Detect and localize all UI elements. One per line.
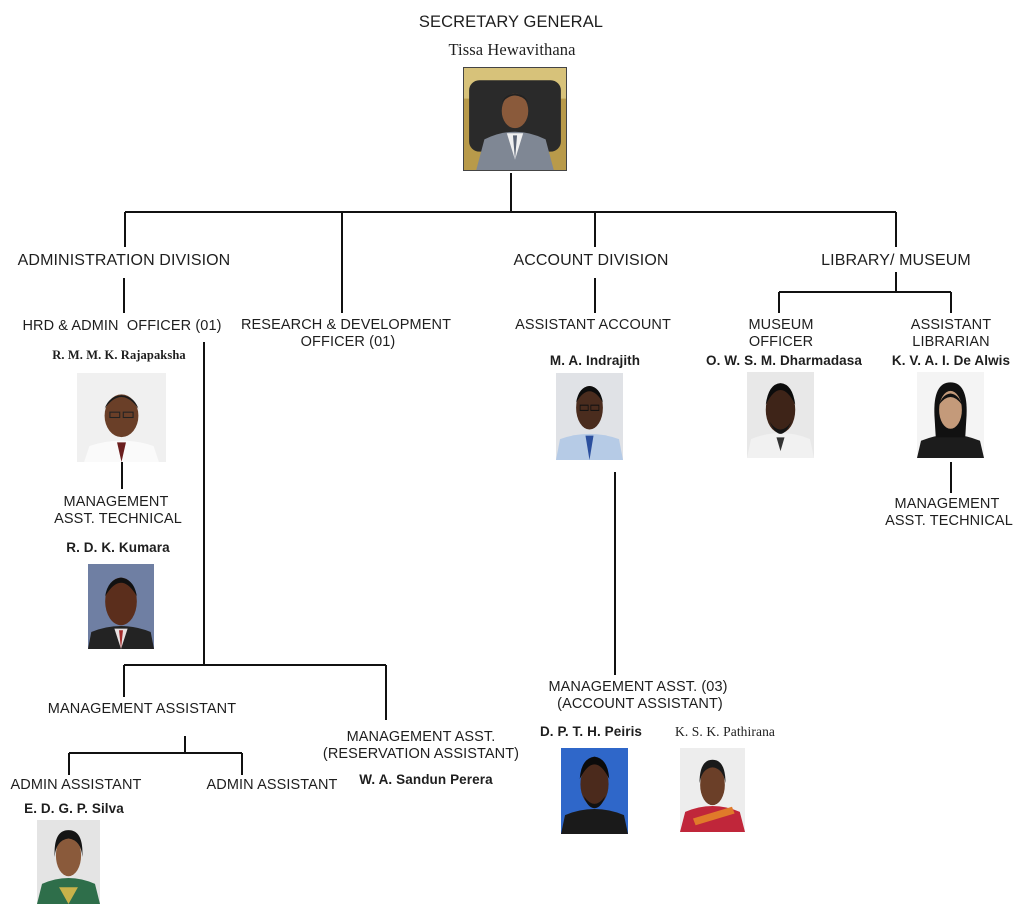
museum-officer-title-l2: OFFICER (748, 334, 814, 350)
mgmt-asst-account-name-2: K. S. K. Pathirana (674, 724, 776, 739)
mgmt-asst-account-title-l1: MANAGEMENT ASST. (03) (548, 679, 728, 695)
assistant-account-title: ASSISTANT ACCOUNT (515, 317, 671, 333)
hrd-admin-officer-title: HRD & ADMIN OFFICER (01) (22, 318, 222, 334)
hrd-admin-officer-name: R. M. M. K. Rajapaksha (52, 348, 186, 362)
mgmt-asst-account-title-l2: (ACCOUNT ASSISTANT) (557, 696, 723, 712)
assistant-account-photo (556, 373, 623, 460)
mgmt-asst-account-name-1: D. P. T. H. Peiris (539, 724, 643, 739)
assistant-librarian-title-l2: LIBRARIAN (912, 334, 990, 350)
mgmt-asst-account-photo-1 (561, 748, 628, 834)
mgmt-asst-technical-admin-title-l1: MANAGEMENT (63, 494, 169, 510)
mgmt-asst-technical-admin-name: R. D. K. Kumara (66, 540, 170, 555)
admin-assistant-1-photo (37, 820, 100, 904)
admin-assistant-2-title: ADMIN ASSISTANT (206, 777, 338, 793)
assistant-librarian-name: K. V. A. I. De Alwis (891, 353, 1011, 368)
management-assistant-title: MANAGEMENT ASSISTANT (47, 701, 237, 717)
museum-officer-title-l1: MUSEUM (748, 317, 814, 333)
secretary-general-photo (463, 67, 567, 171)
admin-assistant-1-name: E. D. G. P. Silva (24, 801, 124, 816)
research-officer-title-l1: RESEARCH & DEVELOPMENT (240, 317, 452, 333)
mgmt-asst-reservation-title-l2: (RESERVATION ASSISTANT) (322, 746, 520, 762)
hrd-admin-officer-photo (77, 373, 166, 462)
admin-assistant-1-title: ADMIN ASSISTANT (10, 777, 142, 793)
secretary-general-title: SECRETARY GENERAL (418, 13, 604, 31)
mgmt-asst-technical-library-title-l1: MANAGEMENT (894, 496, 1000, 512)
assistant-account-name: M. A. Indrajith (549, 353, 641, 368)
assistant-librarian-title-l1: ASSISTANT (910, 317, 992, 333)
museum-officer-photo (747, 372, 814, 458)
mgmt-asst-reservation-title-l1: MANAGEMENT ASST. (346, 729, 496, 745)
research-officer-title-l2: OFFICER (01) (300, 334, 396, 350)
administration-division-title: ADMINISTRATION DIVISION (17, 252, 231, 269)
library-museum-title: LIBRARY/ MUSEUM (821, 252, 971, 269)
assistant-librarian-photo (917, 372, 984, 458)
secretary-general-name: Tissa Hewavithana (448, 40, 576, 59)
mgmt-asst-reservation-name: W. A. Sandun Perera (359, 772, 493, 787)
mgmt-asst-technical-library-title-l2: ASST. TECHNICAL (885, 513, 1013, 529)
mgmt-asst-technical-admin-photo (88, 564, 154, 649)
mgmt-asst-account-photo-2 (680, 748, 745, 832)
museum-officer-name: O. W. S. M. Dharmadasa (706, 353, 862, 368)
mgmt-asst-technical-admin-title-l2: ASST. TECHNICAL (54, 511, 182, 527)
account-division-title: ACCOUNT DIVISION (513, 252, 669, 269)
